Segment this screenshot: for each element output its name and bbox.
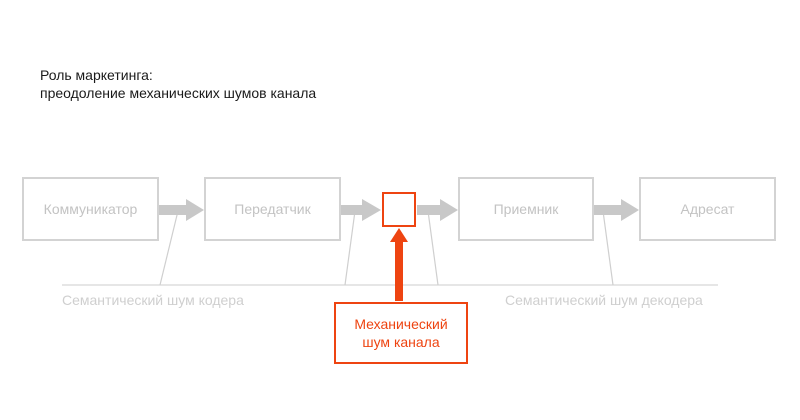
decoder-noise-label: Семантический шум декодера [505,292,703,308]
node-receiver-label: Приемник [493,201,559,217]
channel-box [382,192,416,227]
flow-arrow-2 [341,199,381,221]
node-transmitter: Передатчик [204,177,341,241]
encoder-noise-leader-2 [344,210,356,286]
node-transmitter-label: Передатчик [234,201,311,217]
flow-arrow-1 [159,199,204,221]
node-communicator: Коммуникатор [22,177,159,241]
title-line-1: Роль маркетинга: [40,67,153,83]
mechanical-noise-line-1: Механический [354,316,448,332]
decoder-noise-leader-2 [602,210,614,286]
node-addressee: Адресат [639,177,776,241]
title-line-2: преодоление механических шумов канала [40,85,317,101]
flow-arrow-3 [417,199,458,221]
diagram-title: Роль маркетинга: преодоление механически… [40,66,316,102]
mechanical-noise-arrow [390,228,408,301]
mechanical-noise-box: Механический шум канала [334,302,468,364]
decoder-noise-leader-1 [427,210,439,286]
flow-arrow-4 [594,199,639,221]
encoder-noise-label: Семантический шум кодера [62,292,244,308]
node-addressee-label: Адресат [680,201,735,217]
node-receiver: Приемник [458,177,594,241]
mechanical-noise-line-2: шум канала [362,334,440,350]
node-communicator-label: Коммуникатор [43,201,138,217]
encoder-noise-leader-1 [159,210,179,286]
